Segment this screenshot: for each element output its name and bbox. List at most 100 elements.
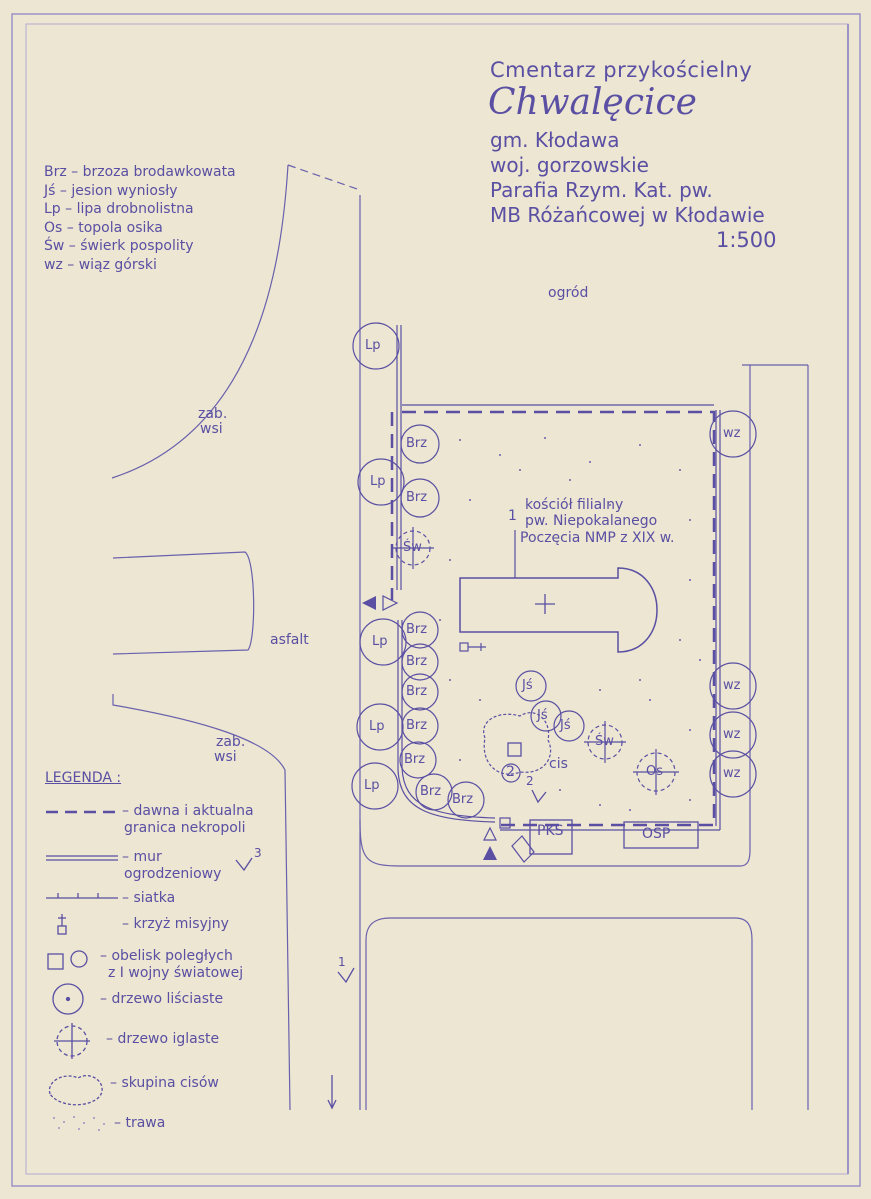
tree-label-brz: Brz <box>420 784 442 799</box>
legend-boundary: – dawna i aktualna granica nekropoli <box>122 803 254 837</box>
species-item: Brz – brzoza brodawkowata <box>44 164 236 180</box>
tree-label-wz: wz <box>723 727 741 742</box>
species-item: Os – topola osika <box>44 219 163 236</box>
entrance-south-filled <box>483 846 497 860</box>
garden-label: ogród <box>548 285 589 301</box>
legend-obelisk: – obelisk poległych z I wojny światowej <box>100 948 243 982</box>
entrance-west-open <box>382 595 399 611</box>
legend-deciduous: – drzewo liściaste <box>100 991 224 1007</box>
boundary-dashed <box>402 410 716 827</box>
conifer-symbols <box>392 527 679 795</box>
tree-wz2 <box>709 662 757 710</box>
legend-boundary-line2: granica nekropoli <box>124 820 246 836</box>
tree-wz1 <box>709 410 757 458</box>
obelisk-number: 2 <box>506 764 515 780</box>
tree-brz8 <box>415 773 453 811</box>
church-label-2: pw. Niepokalanego <box>525 513 658 529</box>
photo-arrow-1 <box>337 967 355 984</box>
tree-lp4 <box>356 703 404 751</box>
header-parish-name: MB Różańcowej w Kłodawie <box>490 203 765 227</box>
legend-yew-group: – skupina cisów <box>110 1075 219 1091</box>
species-list: Brz – brzoza brodawkowata Jś – jesion wy… <box>44 163 236 274</box>
tree-brz7 <box>399 741 437 779</box>
tree-label-brz: Brz <box>406 490 428 505</box>
legend-wall: – mur ogrodzeniowy <box>122 849 221 883</box>
tree-label-brz: Brz <box>404 752 426 767</box>
legend-obelisk-line1: – obelisk poległych <box>100 948 233 964</box>
stairs <box>511 835 535 863</box>
entrance-south-open <box>483 826 497 841</box>
lower-block <box>365 917 753 1110</box>
tree-label-sw: Św <box>595 734 614 749</box>
road-left-block <box>112 551 255 655</box>
osp-building <box>623 821 699 849</box>
tree-label-lp: Lp <box>364 778 380 793</box>
tree-wz3 <box>709 711 757 759</box>
legend-obelisk-symbol <box>47 953 64 970</box>
tree-brz9 <box>447 781 485 819</box>
tree-label-brz: Brz <box>406 684 428 699</box>
map-scale: 1:500 <box>716 228 777 252</box>
cemetery-block <box>359 365 751 867</box>
tree-js1 <box>515 670 547 702</box>
tree-label-brz: Brz <box>452 792 474 807</box>
tree-js3 <box>553 710 585 742</box>
church-label-1: kościół filialny <box>525 497 624 513</box>
village-label-top: zab. <box>198 406 228 422</box>
tree-label-js: Jś <box>522 678 533 693</box>
village-label-top-2: wsi <box>200 421 223 437</box>
pks-label: PKS <box>537 823 564 839</box>
tree-lp5 <box>351 762 399 810</box>
legend-symbols <box>46 810 118 1106</box>
tree-label-brz: Brz <box>406 718 428 733</box>
village-name: Chwalęcice <box>488 82 697 123</box>
tree-wz4 <box>709 750 757 798</box>
header-details: gm. Kłodawa woj. gorzowskie Parafia Rzym… <box>490 128 765 228</box>
tree-brz5 <box>401 673 439 711</box>
village-label-bottom-2: wsi <box>214 749 237 765</box>
header-voivodeship: woj. gorzowskie <box>490 153 649 177</box>
legend-deciduous-symbol <box>52 983 84 1015</box>
legend-obelisk-line2: z I wojny światowej <box>108 965 244 981</box>
road-edge-lower <box>112 694 291 1111</box>
tree-brz6 <box>401 707 439 745</box>
photo-mark-1: 1 <box>338 955 346 969</box>
church-outline <box>459 567 658 653</box>
legend-grass: – trawa <box>114 1115 166 1131</box>
tree-label-brz: Brz <box>406 436 428 451</box>
wall-sw-curve <box>397 620 496 823</box>
village-label-bottom: zab. <box>216 734 246 750</box>
legend-wall-line2: ogrodzeniowy <box>124 866 222 882</box>
tree-brz3 <box>401 611 439 649</box>
species-item: Jś – jesion wyniosły <box>44 182 178 199</box>
pks-building <box>529 819 573 855</box>
photo-arrow-2 <box>531 789 547 804</box>
legend-title: LEGENDA : <box>45 770 122 786</box>
road-edge-right <box>287 164 361 191</box>
tree-label-brz: Brz <box>406 622 428 637</box>
tree-brz1 <box>400 424 440 464</box>
asphalt-label: asfalt <box>270 632 309 648</box>
tree-label-js: Jś <box>537 708 548 723</box>
obelisk-square <box>507 742 522 757</box>
tree-label-lp: Lp <box>369 719 385 734</box>
tree-brz4 <box>401 643 439 681</box>
tree-label-js: Jś <box>560 718 571 733</box>
grass-dots <box>439 437 701 811</box>
header-commune: gm. Kłodawa <box>490 128 620 152</box>
tree-label-lp: Lp <box>365 338 381 353</box>
church-number: 1 <box>508 508 517 524</box>
photo-mark-3: 3 <box>254 846 262 860</box>
photo-mark-2: 2 <box>526 774 534 788</box>
photo-arrow-3 <box>235 857 253 872</box>
tree-label-wz: wz <box>723 766 741 781</box>
tree-label-brz: Brz <box>406 654 428 669</box>
legend-wall-line1: – mur <box>122 849 162 865</box>
tree-label-wz: wz <box>723 426 741 441</box>
road-edge-top <box>111 164 289 479</box>
tree-js2 <box>530 700 562 732</box>
tree-label-sw: Św <box>403 540 422 555</box>
church-label-3: Poczęcia NMP z XIX w. <box>520 530 675 546</box>
osp-label: OSP <box>642 826 671 842</box>
